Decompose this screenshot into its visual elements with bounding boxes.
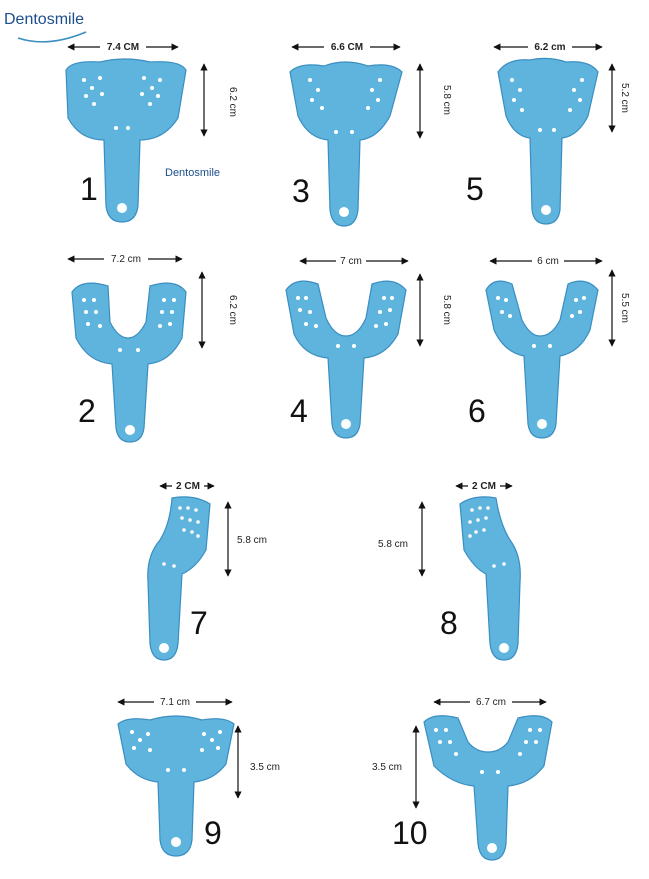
tray-8-height-label: 5.8 cm	[378, 539, 408, 550]
tray-3-number: 3	[292, 173, 310, 209]
tray-3-shape	[289, 61, 403, 227]
tray-3-width-label: 6.6 CM	[331, 42, 363, 53]
tray-4-shape	[285, 280, 407, 439]
tray-4-number: 4	[290, 393, 308, 429]
tray-6-width-label: 6 cm	[537, 256, 559, 267]
tray-6-shape	[485, 280, 599, 439]
tray-3: 6.6 CM 5.8 cm 3	[289, 40, 452, 227]
tray-9-width-label: 7.1 cm	[160, 697, 190, 708]
tray-10-shape	[423, 715, 553, 861]
tray-6-height-label: 5.5 cm	[619, 293, 630, 323]
tray-1-number: 1	[80, 171, 98, 207]
tray-4-width-label: 7 cm	[340, 256, 362, 267]
tray-8-number: 8	[440, 605, 458, 641]
tray-5-number: 5	[466, 171, 484, 207]
tray-1-height-label: 6.2 cm	[227, 87, 238, 117]
tray-1-shape	[65, 58, 187, 223]
tray-7-number: 7	[190, 605, 208, 641]
tray-1: 7.4 CM 6.2 cm 1 Dentosmile	[65, 40, 238, 223]
tray-7-shape	[147, 496, 211, 661]
tray-9-shape	[117, 715, 235, 857]
tray-2-width-label: 7.2 cm	[111, 254, 141, 265]
tray-3-height-label: 5.8 cm	[441, 85, 452, 115]
tray-5-shape	[497, 57, 599, 225]
tray-8: 2 CM 5.8 cm 8	[378, 479, 521, 661]
tray-9-number: 9	[204, 815, 222, 851]
tray-6-number: 6	[468, 393, 486, 429]
tray-5-height-label: 5.2 cm	[619, 83, 630, 113]
tray-1-width-label: 7.4 CM	[107, 42, 139, 53]
tray-7-width-label: 2 CM	[176, 481, 200, 492]
tray-2: 7.2 cm 6.2 cm 2	[67, 252, 238, 443]
tray-5-width-label: 6.2 cm	[534, 42, 565, 53]
tray-9: 7.1 cm 3.5 cm 9	[117, 695, 280, 857]
tray-10-width-label: 6.7 cm	[476, 697, 506, 708]
brand-watermark: Dentosmile	[165, 167, 220, 179]
tray-10-number: 10	[392, 815, 428, 851]
tray-8-shape	[459, 496, 521, 661]
brand-logo: Dentosmile	[4, 11, 87, 43]
svg-text:Dentosmile: Dentosmile	[4, 11, 84, 28]
tray-4: 7 cm 5.8 cm 4	[285, 254, 452, 439]
tray-2-height-label: 6.2 cm	[227, 295, 238, 325]
tray-8-width-label: 2 CM	[472, 481, 496, 492]
tray-10: 6.7 cm 3.5 cm 10	[372, 695, 553, 861]
tray-2-number: 2	[78, 393, 96, 429]
tray-2-shape	[71, 282, 187, 443]
tray-9-height-label: 3.5 cm	[250, 762, 280, 773]
tray-5: 6.2 cm 5.2 cm 5	[466, 40, 630, 225]
tray-7-height-label: 5.8 cm	[237, 535, 267, 546]
tray-6: 6 cm 5.5 cm 6	[468, 254, 630, 439]
tray-7: 2 CM 5.8 cm 7	[147, 479, 267, 661]
tray-10-height-label: 3.5 cm	[372, 762, 402, 773]
tray-4-height-label: 5.8 cm	[441, 295, 452, 325]
tray-1-holes	[82, 76, 162, 213]
